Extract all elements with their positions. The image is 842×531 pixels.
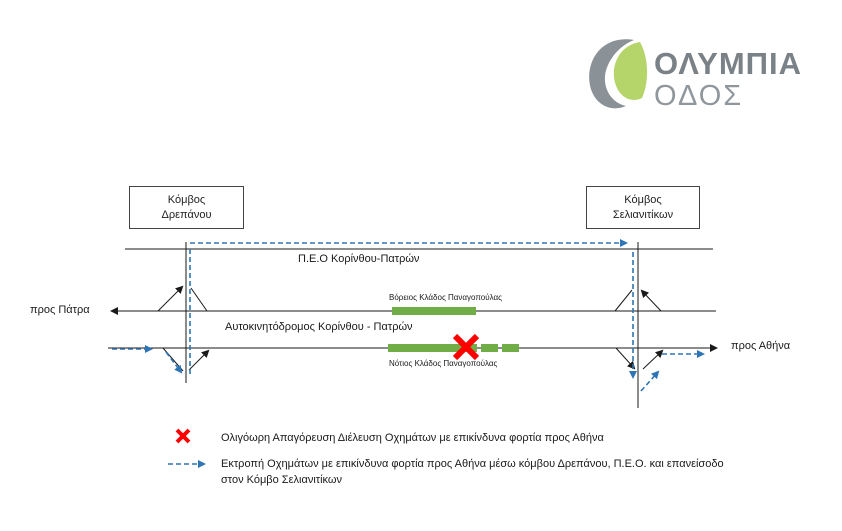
logo-text-line2: ΟΔΟΣ: [654, 80, 744, 112]
drepano-node-box: Κόμβος Δρεπάνου: [129, 186, 244, 229]
south-branch-bar-main: [388, 344, 477, 352]
detour-route: [112, 239, 705, 392]
selianitika-ramp-ne: [640, 289, 662, 312]
drepano-node-line1: Κόμβος: [167, 193, 206, 206]
logo-text-line1: ΟΛΥΜΠΙΑ: [654, 46, 803, 81]
old-national-road-label: Π.Ε.Ο Κορίνθου-Πατρών: [298, 253, 420, 265]
closure-x-icon: [452, 333, 480, 361]
legend-detour-text-line2: στον Κόμβο Σελιανιτίκων: [221, 474, 343, 486]
legend-closure-text: Ολιγόωρη Απαγόρευση Διέλευση Οχημάτων με…: [221, 432, 604, 444]
selianitika-ramp-se: [642, 349, 664, 370]
north-branch-label: Βόρειος Κλάδος Παναγοπούλας: [389, 293, 502, 302]
selianitika-node-line1: Κόμβος: [624, 193, 662, 206]
south-branch-bar-2: [481, 344, 498, 352]
drepano-ramp-sw: [162, 347, 184, 372]
to-patra-label: προς Πάτρα: [30, 304, 90, 316]
legend-closure-x-icon: [175, 428, 191, 444]
selianitika-ramp-nw: [614, 289, 633, 312]
drepano-ramp-se: [188, 349, 210, 371]
south-branch-bar-3: [502, 344, 519, 352]
selianitika-ramp-sw: [615, 347, 636, 370]
to-athens-label: προς Αθήνα: [731, 340, 791, 352]
legend-detour-text-line1: Εκτροπή Οχημάτων με επικίνδυνα φορτία πρ…: [221, 458, 724, 470]
drepano-ramp-nw: [157, 285, 184, 312]
selianitika-node-box: Κόμβος Σελιανιτίκων: [586, 186, 700, 229]
logo-mark-icon: [589, 39, 648, 109]
drepano-node-line2: Δρεπάνου: [161, 208, 212, 221]
selianitika-node-line2: Σελιανιτίκων: [612, 208, 674, 221]
motorway-label: Αυτοκινητόδρομος Κορίνθου - Πατρών: [225, 321, 413, 333]
drepano-ramp-ne: [190, 287, 208, 312]
south-branch-label: Νότιος Κλάδος Παναγοπούλας: [389, 359, 498, 368]
olympia-odos-logo: ΟΛΥΜΠΙΑ ΟΔΟΣ: [582, 20, 812, 130]
north-branch-bar: [392, 307, 476, 315]
